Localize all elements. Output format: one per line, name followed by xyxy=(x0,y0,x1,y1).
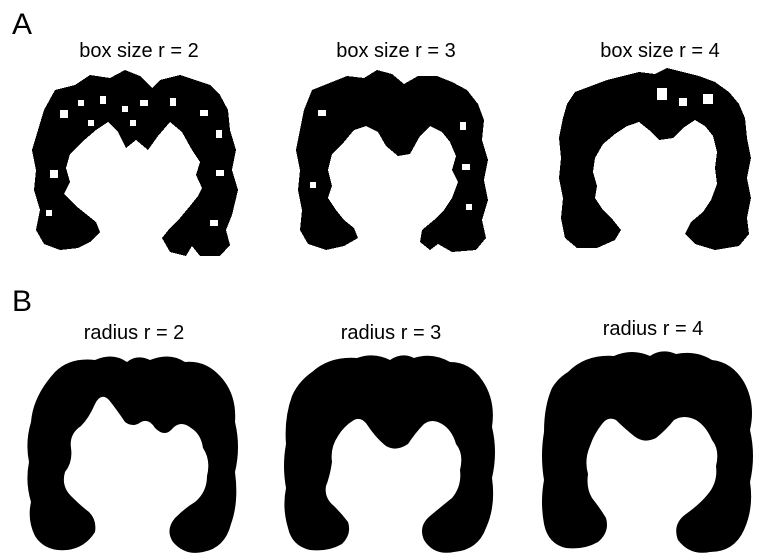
caption-radius-4: radius r = 4 xyxy=(603,318,704,340)
box-mask-r3 xyxy=(292,70,497,260)
radius-mask-r4 xyxy=(540,348,755,558)
caption-radius-2: radius r = 2 xyxy=(84,322,185,344)
radius-mask-r3 xyxy=(282,352,497,557)
panel-label-a: A xyxy=(12,10,32,40)
caption-radius-3: radius r = 3 xyxy=(341,322,442,344)
caption-box-size-2: box size r = 2 xyxy=(79,40,199,62)
box-mask-r4 xyxy=(555,68,755,256)
radius-mask-r2 xyxy=(25,352,245,557)
box-mask-r2 xyxy=(30,70,250,265)
caption-box-size-4: box size r = 4 xyxy=(600,40,720,62)
panel-label-b: B xyxy=(12,287,32,317)
caption-box-size-3: box size r = 3 xyxy=(336,40,456,62)
